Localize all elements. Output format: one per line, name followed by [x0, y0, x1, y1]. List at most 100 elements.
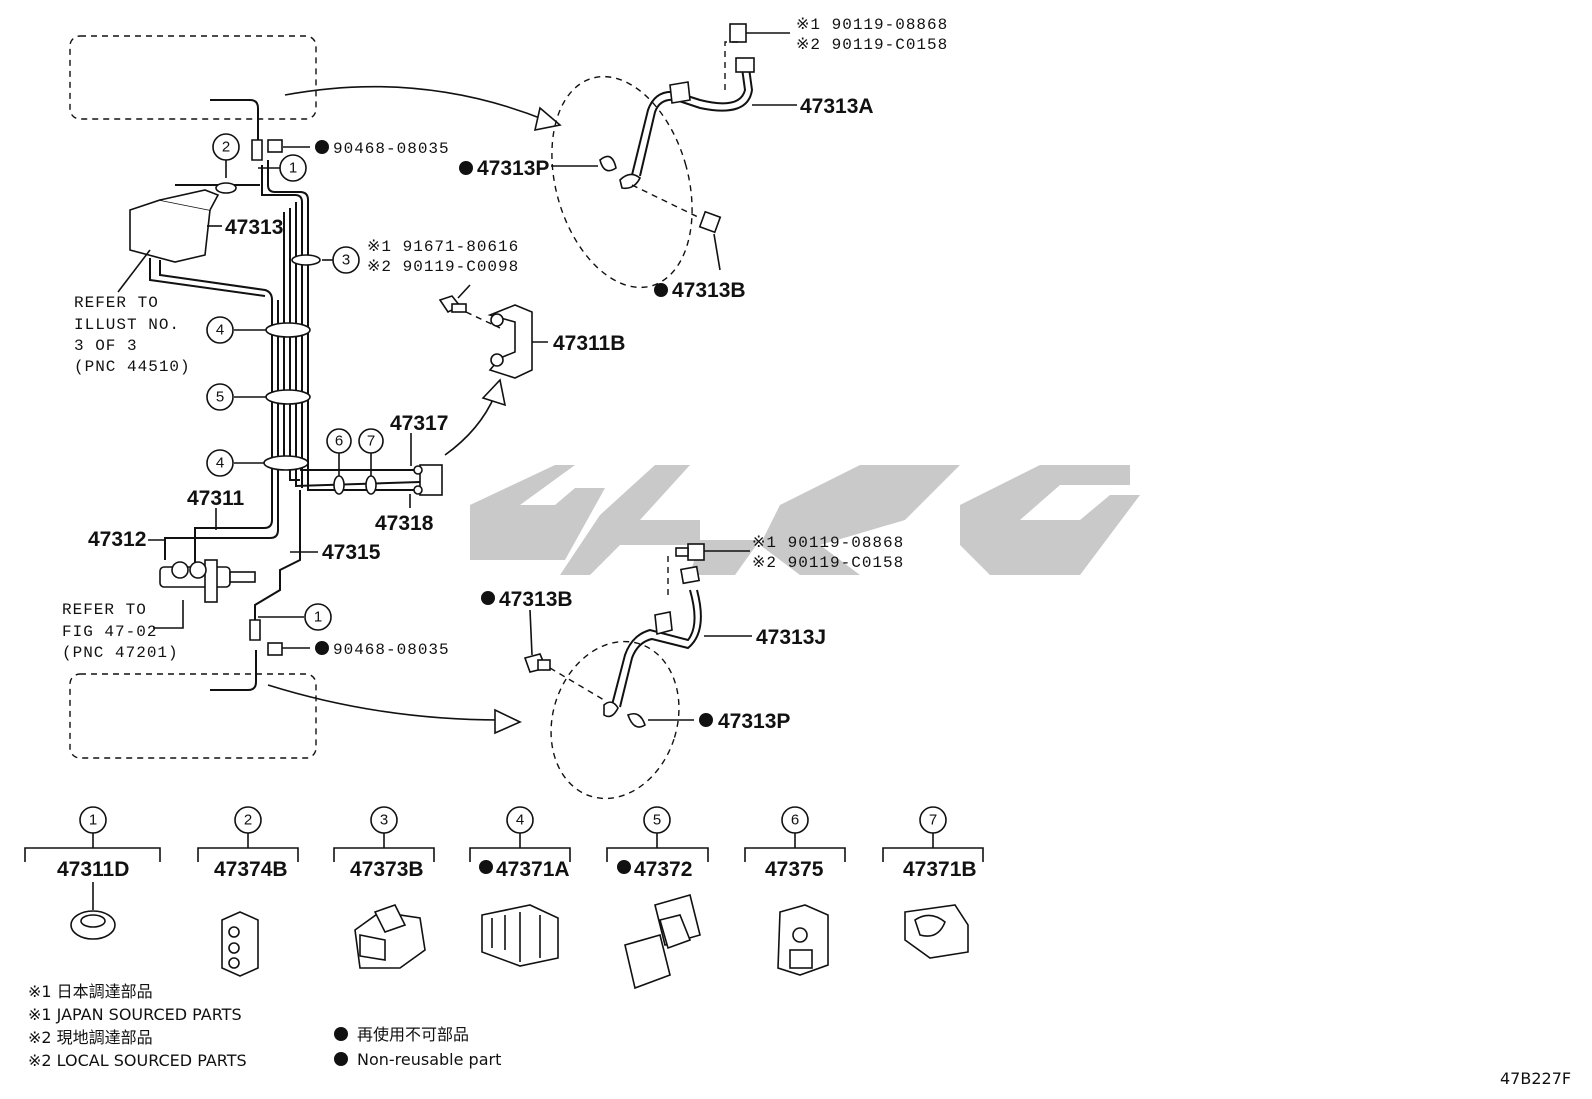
label-47313: 47313	[225, 216, 283, 239]
legend-num-3: 3	[380, 812, 388, 829]
diagram-code: 47B227F	[1500, 1069, 1571, 1088]
legend-part-47374B: 47374B	[214, 858, 288, 881]
clamp-4-lower-marker	[263, 455, 309, 471]
label-clamp3-1: ※1 91671-80616	[367, 238, 519, 256]
rear-flex-hose	[603, 565, 702, 718]
callout-circle-5	[206, 383, 234, 411]
label-47313B-top: 47313B	[672, 279, 746, 302]
callout-1-lower: 1	[314, 609, 322, 626]
arrow-head-icon	[481, 378, 507, 407]
label-clamp3-2: ※2 90119-C0098	[367, 258, 519, 276]
label-47315: 47315	[322, 541, 381, 564]
label-refer-illust-4: (PNC 44510)	[74, 358, 191, 376]
diagram-callouts: 2 1 3 4 5 4 6 7 1	[206, 133, 384, 631]
legend-part-47373B: 47373B	[350, 858, 424, 881]
callout-1: 1	[289, 160, 297, 177]
callout-4-lower: 4	[216, 455, 224, 472]
arrow-to-rear-hose	[267, 684, 501, 721]
bracket-47311B-icon	[487, 304, 533, 379]
clamp-47375-icon	[777, 904, 829, 976]
clamp-47372-icon	[624, 894, 701, 990]
label-refer-fig-1: REFER TO	[62, 601, 147, 619]
nonreusable-dot-icon	[315, 641, 329, 655]
nonreusable-legend-dot-icon	[334, 1052, 348, 1066]
label-47313P-top: 47313P	[477, 157, 549, 180]
label-47318: 47318	[375, 512, 434, 535]
clamp-2-marker	[215, 182, 237, 194]
callout-3: 3	[342, 252, 350, 269]
legend-part-47311D: 47311D	[57, 858, 129, 881]
note-japan-sourced-en: ※1 JAPAN SOURCED PARTS	[28, 1005, 242, 1024]
arrow-to-front-hose	[284, 85, 546, 121]
arrow-head-icon	[533, 106, 562, 132]
nonreusable-dot-icon	[654, 283, 668, 297]
grommet-bottom-icon	[249, 619, 261, 641]
legend-num-5: 5	[653, 812, 661, 829]
label-refer-illust-3: 3 OF 3	[74, 337, 138, 355]
rear-hose-area	[550, 640, 680, 800]
junction-block	[129, 189, 220, 263]
callout-circle-3	[332, 246, 360, 274]
label-bolt-top-1: ※1 90119-08868	[796, 16, 948, 34]
note-nonreusable-jp: 再使用不可部品	[357, 1025, 469, 1044]
grommet-bottom-part-icon	[267, 642, 283, 656]
clamp-5-marker	[265, 389, 311, 405]
grommet-top-icon	[251, 139, 263, 161]
clamp-6-marker	[333, 475, 345, 495]
leader-lines	[117, 146, 548, 649]
brake-tube-bundle	[149, 160, 421, 635]
callout-4-upper: 4	[216, 322, 224, 339]
tube-end-47317-icon	[413, 465, 423, 475]
legend-num-1: 1	[89, 812, 97, 829]
bracket-bolt-icon	[438, 284, 501, 329]
rear-union-bolt-icon	[523, 609, 605, 701]
label-refer-illust-1: REFER TO	[74, 294, 159, 312]
nonreusable-legend-dot-icon	[334, 1027, 348, 1041]
bolt-path-front	[631, 184, 701, 219]
label-47312: 47312	[88, 528, 146, 551]
callout-circle-4-upper	[206, 316, 234, 344]
front-wheel-area-box	[69, 35, 317, 120]
label-grommet-bottom: 90468-08035	[333, 641, 450, 659]
watermark-logo	[470, 465, 1140, 575]
note-local-sourced-jp: ※2 現地調達部品	[28, 1028, 153, 1047]
clamp-47374B-icon	[221, 911, 259, 977]
callout-2: 2	[222, 139, 230, 156]
legend-part-47372: 47372	[634, 858, 692, 881]
nonreusable-dot-icon	[617, 860, 631, 874]
label-47313B-bottom: 47313B	[499, 588, 573, 611]
label-bolt-bot-1: ※1 90119-08868	[752, 534, 904, 552]
legend-part-47371B: 47371B	[903, 858, 977, 881]
legend-part-47371A: 47371A	[496, 858, 570, 881]
label-47317: 47317	[390, 412, 448, 435]
label-grommet-top: 90468-08035	[333, 140, 450, 158]
grommet-top-part-icon	[267, 139, 283, 153]
callout-7: 7	[367, 433, 375, 450]
label-47313P-bottom: 47313P	[718, 710, 790, 733]
clamp-7-marker	[365, 475, 377, 495]
master-cylinder	[159, 559, 256, 603]
legend-num-2: 2	[244, 812, 252, 829]
callout-circle-6	[326, 428, 352, 454]
rear-clip-icon	[626, 712, 646, 728]
label-47313J: 47313J	[756, 626, 826, 649]
legend-num-6: 6	[791, 812, 799, 829]
front-hose-bolt-icon	[724, 23, 790, 90]
front-hose-connection	[210, 99, 259, 140]
rear-hose-bolt-icon	[667, 543, 750, 600]
label-refer-fig-3: (PNC 47201)	[62, 644, 179, 662]
callout-6: 6	[335, 433, 343, 450]
note-nonreusable-en: Non-reusable part	[357, 1050, 501, 1069]
callout-circle-4-lower	[206, 449, 234, 477]
front-clip-icon	[599, 155, 617, 172]
label-47313A: 47313A	[800, 95, 874, 118]
front-hose-area	[551, 75, 693, 289]
tube-end-47318-icon	[413, 485, 423, 495]
front-union-bolt-icon	[698, 210, 722, 271]
arrow-head-icon	[494, 708, 522, 735]
nonreusable-dot-icon	[699, 713, 713, 727]
label-bolt-bot-2: ※2 90119-C0158	[752, 554, 904, 572]
callout-circle-1	[279, 154, 307, 182]
